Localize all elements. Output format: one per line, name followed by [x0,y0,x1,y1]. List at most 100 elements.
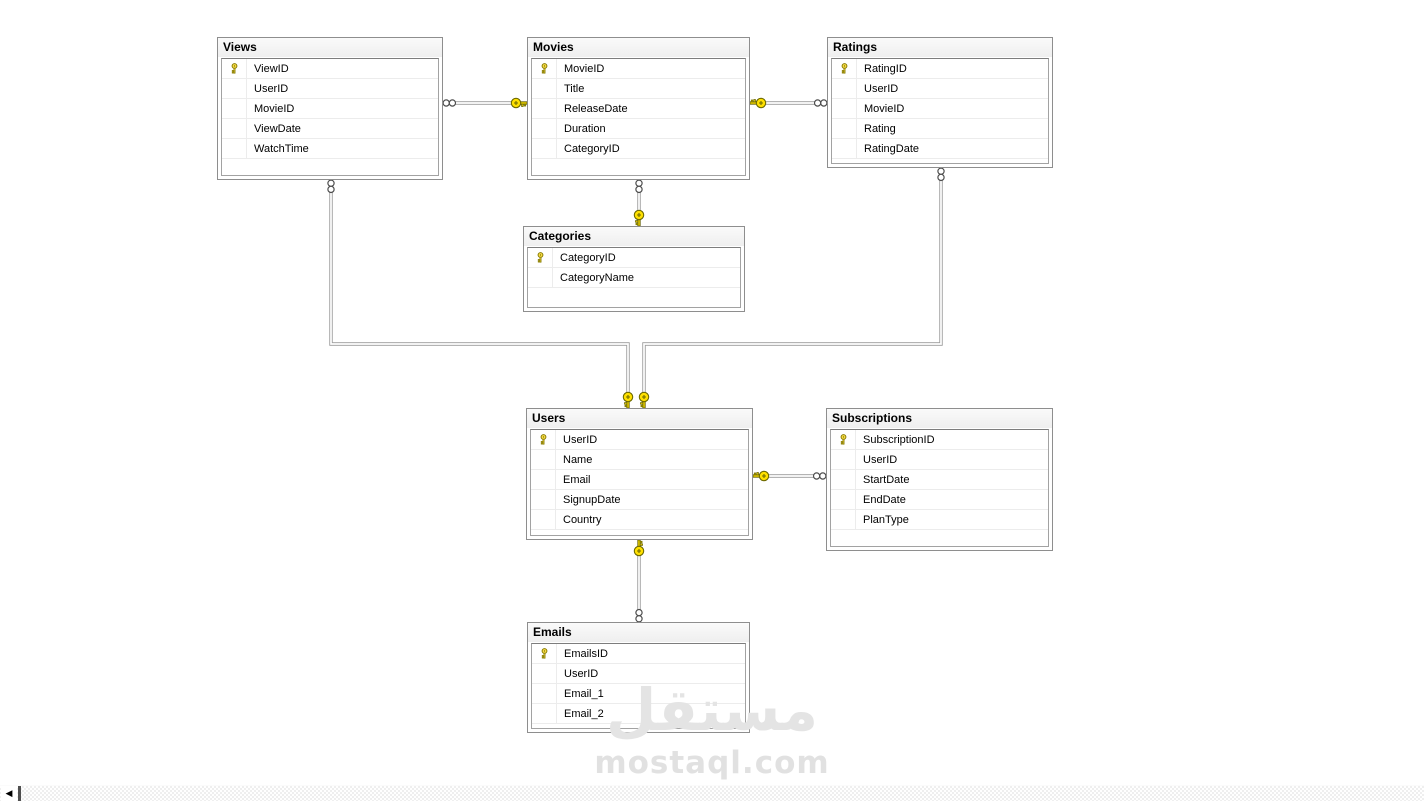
table-users[interactable]: Users UserID Name Email SignupDate Count… [526,408,753,540]
key-icon [638,391,650,409]
key-icon [633,209,645,227]
table-views[interactable]: Views ViewID UserID MovieID ViewDate Wat… [217,37,443,180]
table-title[interactable]: Subscriptions [827,409,1052,428]
table-movies[interactable]: Movies MovieID Title ReleaseDate Duratio… [527,37,750,180]
horizontal-scrollbar-thumb[interactable] [18,786,21,801]
field-row[interactable]: SignupDate [531,490,748,510]
field-row[interactable]: CategoryID [528,248,740,268]
field-name: UserID [863,453,898,466]
field-row[interactable]: UserID [531,430,748,450]
field-row[interactable]: Duration [532,119,745,139]
field-row[interactable]: Email [531,470,748,490]
field-name: Rating [864,122,896,135]
table-categories[interactable]: Categories CategoryID CategoryName [523,226,745,312]
key-icon [633,539,645,557]
key-icon [622,391,634,409]
relationship-users-ratings[interactable] [638,167,945,409]
infinity-icon [442,99,457,107]
field-row[interactable]: StartDate [831,470,1048,490]
field-row[interactable]: ViewDate [222,119,438,139]
table-field-grid: RatingID UserID MovieID Rating RatingDat… [831,58,1049,164]
field-row[interactable]: UserID [222,79,438,99]
field-name: Email_2 [564,707,604,720]
primary-key-icon [541,648,547,659]
field-name: WatchTime [254,142,309,155]
table-field-grid: CategoryID CategoryName [527,247,741,308]
relationship-users-views[interactable] [327,179,634,409]
table-title[interactable]: Movies [528,38,749,57]
field-row[interactable]: MovieID [832,99,1048,119]
field-row[interactable]: EndDate [831,490,1048,510]
table-title[interactable]: Users [527,409,752,428]
field-name: CategoryName [560,271,634,284]
table-emails[interactable]: Emails EmailsID UserID Email_1 Email_2 [527,622,750,733]
field-row[interactable]: MovieID [222,99,438,119]
infinity-icon [812,472,827,480]
primary-key-icon [840,434,846,445]
field-row[interactable]: EmailsID [532,644,745,664]
field-name: EndDate [863,493,906,506]
field-name: StartDate [863,473,910,486]
field-row[interactable]: MovieID [532,59,745,79]
field-name: Title [564,82,585,95]
table-subscriptions[interactable]: Subscriptions SubscriptionID UserID Star… [826,408,1053,551]
infinity-icon [937,167,945,182]
primary-key-icon [541,63,547,74]
field-name: Email [563,473,591,486]
primary-key-icon [841,63,847,74]
field-row[interactable]: SubscriptionID [831,430,1048,450]
field-name: MovieID [564,62,605,75]
field-row[interactable]: RatingID [832,59,1048,79]
relationship-users-emails[interactable] [633,539,645,623]
field-row[interactable]: PlanType [831,510,1048,530]
field-row[interactable]: Country [531,510,748,530]
field-name: Name [563,453,593,466]
infinity-icon [635,179,643,194]
field-name: MovieID [864,102,905,115]
field-row[interactable]: Email_1 [532,684,745,704]
relationship-movies-views[interactable] [442,97,528,109]
field-row[interactable]: UserID [832,79,1048,99]
field-name: Email_1 [564,687,604,700]
field-name: SubscriptionID [863,433,935,446]
field-row[interactable]: RatingDate [832,139,1048,159]
relationship-users-subscriptions[interactable] [752,470,827,482]
table-ratings[interactable]: Ratings RatingID UserID MovieID Rating R… [827,37,1053,168]
field-name: SignupDate [563,493,621,506]
field-name: UserID [564,667,599,680]
field-row[interactable]: CategoryID [532,139,745,159]
field-row[interactable]: Title [532,79,745,99]
field-row[interactable]: Email_2 [532,704,745,724]
field-row[interactable]: UserID [831,450,1048,470]
table-title[interactable]: Ratings [828,38,1052,57]
field-name: Duration [564,122,606,135]
relationship-movies-ratings[interactable] [749,97,828,109]
field-name: RatingDate [864,142,920,155]
field-row[interactable]: CategoryName [528,268,740,288]
field-name: EmailsID [564,647,609,660]
table-title[interactable]: Emails [528,623,749,642]
horizontal-scrollbar-track[interactable]: ◀ [0,785,1424,801]
infinity-icon [813,99,828,107]
table-field-grid: ViewID UserID MovieID ViewDate WatchTime [221,58,439,176]
key-icon [510,97,528,109]
field-row[interactable]: Rating [832,119,1048,139]
field-name: ReleaseDate [564,102,628,115]
field-row[interactable]: WatchTime [222,139,438,159]
field-row[interactable]: Name [531,450,748,470]
field-name: CategoryID [564,142,620,155]
field-name: PlanType [863,513,909,526]
field-name: UserID [864,82,899,95]
table-title[interactable]: Views [218,38,442,57]
scroll-left-arrow-icon[interactable]: ◀ [1,786,17,801]
field-row[interactable]: UserID [532,664,745,684]
field-name: MovieID [254,102,295,115]
field-row[interactable]: ViewID [222,59,438,79]
field-name: UserID [563,433,598,446]
key-icon [749,97,767,109]
table-title[interactable]: Categories [524,227,744,246]
field-row[interactable]: ReleaseDate [532,99,745,119]
relationship-categories-movies[interactable] [633,179,645,227]
